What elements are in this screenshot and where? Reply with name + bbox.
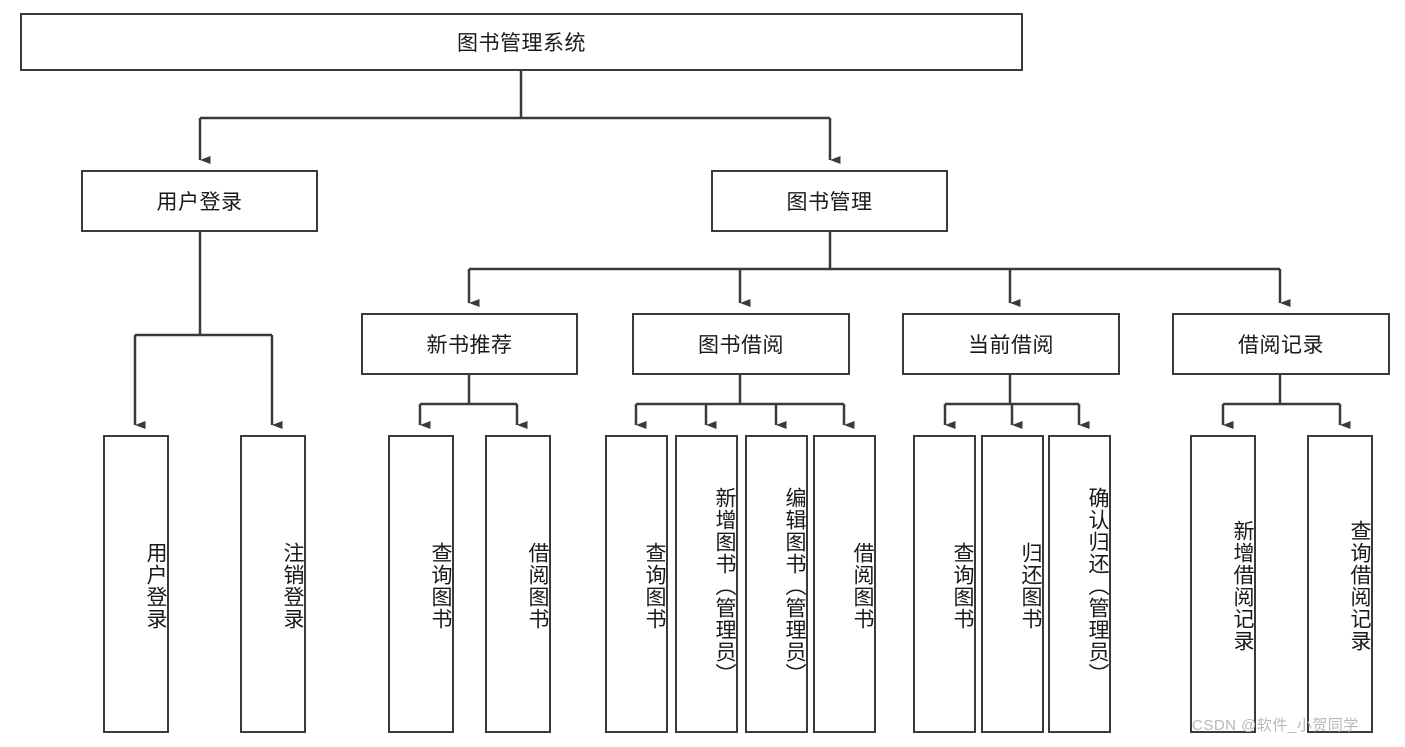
node-leaf-add-record-label: 新增借阅记录	[1231, 520, 1254, 652]
node-leaf-borrow-book-1[interactable]: 借阅图书	[485, 435, 551, 733]
node-leaf-edit-book-label: 编辑图书（管理员）	[783, 487, 806, 685]
node-user-login-label: 用户登录	[156, 191, 243, 214]
node-leaf-borrow-book-1-label: 借阅图书	[526, 542, 549, 630]
node-leaf-query-book-1-label: 查询图书	[429, 542, 452, 630]
node-book-manage-label: 图书管理	[786, 191, 873, 214]
node-leaf-query-book-3[interactable]: 查询图书	[913, 435, 976, 733]
node-leaf-query-book-3-label: 查询图书	[951, 542, 974, 630]
node-leaf-add-record[interactable]: 新增借阅记录	[1190, 435, 1256, 733]
node-current-borrow[interactable]: 当前借阅	[902, 313, 1120, 375]
node-leaf-borrow-book-2-label: 借阅图书	[851, 542, 874, 630]
node-book-borrow[interactable]: 图书借阅	[632, 313, 850, 375]
node-root-label: 图书管理系统	[457, 32, 586, 55]
node-leaf-logout[interactable]: 注销登录	[240, 435, 306, 733]
node-current-borrow-label: 当前借阅	[968, 334, 1054, 357]
node-book-manage[interactable]: 图书管理	[711, 170, 948, 232]
node-leaf-confirm-return-label: 确认归还（管理员）	[1086, 487, 1109, 685]
node-leaf-edit-book[interactable]: 编辑图书（管理员）	[745, 435, 808, 733]
node-leaf-confirm-return[interactable]: 确认归还（管理员）	[1048, 435, 1111, 733]
node-book-borrow-label: 图书借阅	[698, 334, 784, 357]
node-borrow-record-label: 借阅记录	[1238, 334, 1324, 357]
node-leaf-user-login[interactable]: 用户登录	[103, 435, 169, 733]
node-leaf-logout-label: 注销登录	[281, 542, 304, 630]
node-leaf-query-book-2[interactable]: 查询图书	[605, 435, 668, 733]
node-leaf-user-login-label: 用户登录	[144, 542, 167, 630]
node-user-login[interactable]: 用户登录	[81, 170, 318, 232]
node-leaf-query-book-2-label: 查询图书	[643, 542, 666, 630]
node-leaf-query-record[interactable]: 查询借阅记录	[1307, 435, 1373, 733]
node-leaf-return-book-label: 归还图书	[1019, 542, 1042, 630]
node-leaf-add-book[interactable]: 新增图书（管理员）	[675, 435, 738, 733]
node-new-book-rec[interactable]: 新书推荐	[361, 313, 578, 375]
node-leaf-query-book-1[interactable]: 查询图书	[388, 435, 454, 733]
node-root[interactable]: 图书管理系统	[20, 13, 1023, 71]
node-leaf-return-book[interactable]: 归还图书	[981, 435, 1044, 733]
node-leaf-add-book-label: 新增图书（管理员）	[713, 487, 736, 685]
node-leaf-borrow-book-2[interactable]: 借阅图书	[813, 435, 876, 733]
node-new-book-rec-label: 新书推荐	[426, 334, 513, 357]
node-borrow-record[interactable]: 借阅记录	[1172, 313, 1390, 375]
node-leaf-query-record-label: 查询借阅记录	[1348, 520, 1371, 652]
